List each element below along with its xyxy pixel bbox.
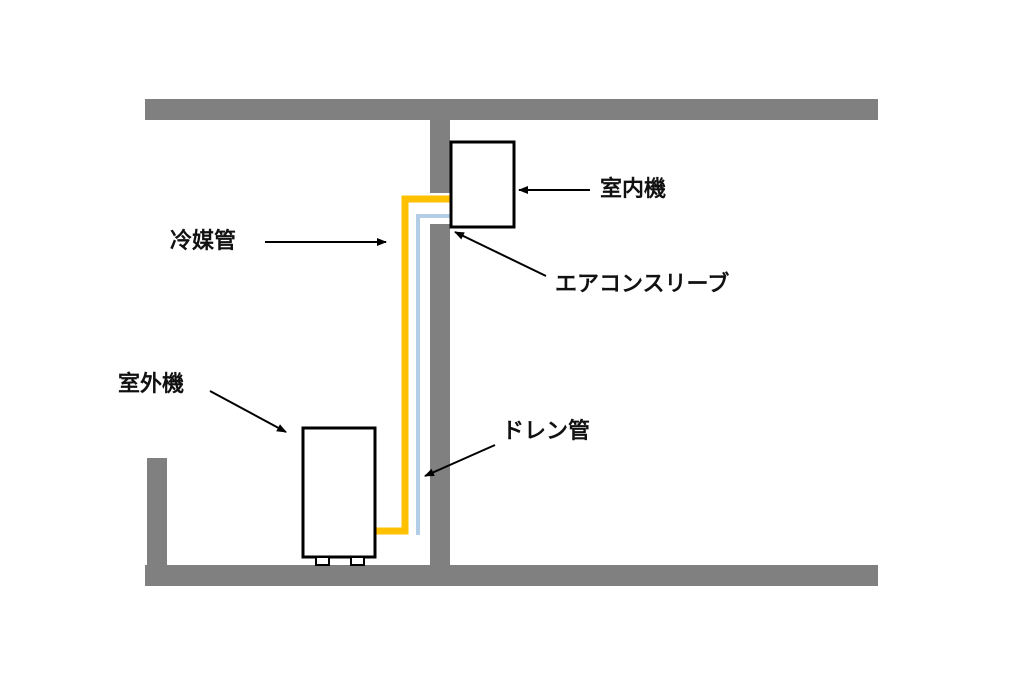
- arrow-aircon-sleeve: [454, 231, 547, 277]
- partition-wall-upper: [430, 120, 450, 193]
- indoor-unit: [449, 140, 516, 229]
- outdoor-unit-foot: [350, 556, 365, 566]
- left-wall-stub: [147, 458, 167, 586]
- label-indoor-unit: 室内機: [600, 177, 667, 202]
- ceiling-wall: [145, 99, 878, 120]
- label-aircon-sleeve: エアコンスリーブ: [555, 272, 730, 297]
- refrigerant-pipe: [375, 195, 452, 535]
- label-drain-pipe: ドレン管: [502, 419, 591, 444]
- partition-wall-lower: [430, 224, 450, 565]
- arrow-outdoor-unit: [209, 390, 287, 433]
- arrow-drain-pipe: [424, 444, 496, 477]
- drain-pipe: [416, 214, 452, 535]
- walls: [145, 99, 878, 586]
- label-outdoor-unit: 室外機: [118, 372, 185, 397]
- outdoor-unit: [301, 426, 377, 566]
- floor-wall: [145, 565, 878, 586]
- outdoor-unit-foot: [315, 556, 330, 566]
- label-refrigerant-pipe: 冷媒管: [170, 229, 237, 254]
